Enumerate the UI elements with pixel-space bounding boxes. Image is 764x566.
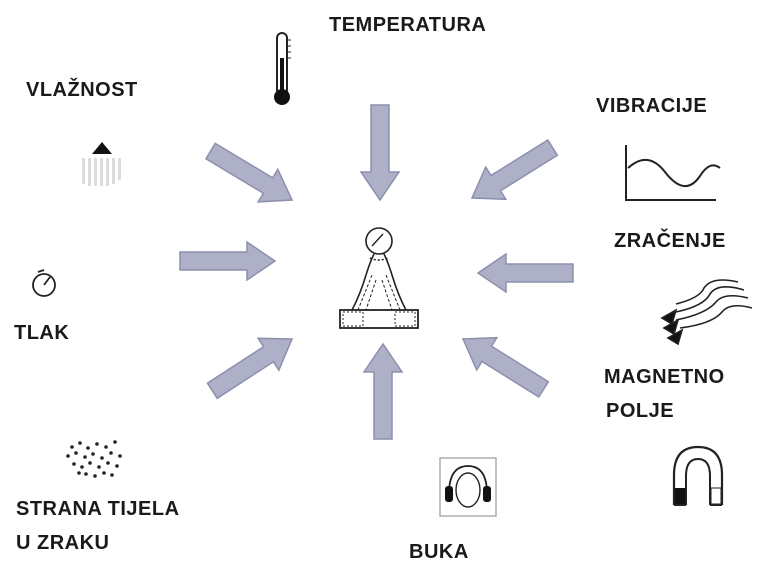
shower-icon: [82, 142, 121, 186]
label-strana-tijela: STRANA TIJELA: [16, 498, 180, 520]
label-temperatura: TEMPERATURA: [329, 14, 487, 36]
label-magnetno: MAGNETNO: [604, 366, 725, 388]
label-polje: POLJE: [606, 400, 675, 422]
label-vibracije: VIBRACIJE: [596, 95, 708, 117]
pressure-gauge-icon: [32, 269, 56, 297]
arrow-from-vlaznost: [200, 134, 303, 218]
magnet-icon: [672, 445, 724, 506]
label-buka: BUKA: [409, 541, 469, 563]
label-vlaznost: VLAŽNOST: [26, 79, 138, 101]
arrow-from-zracenje: [477, 253, 574, 293]
arrow-from-tlak: [179, 241, 276, 281]
arrow-from-magnetno-polje: [452, 322, 555, 407]
arrow-from-strana-tijela: [201, 322, 304, 408]
label-tlak: TLAK: [14, 322, 70, 344]
label-u-zraku: U ZRAKU: [16, 532, 110, 554]
label-zracenje: ZRAČENJE: [614, 230, 726, 252]
radiation-waves-icon: [660, 279, 753, 346]
wave-graph-icon: [625, 145, 721, 201]
thermometer-icon: [274, 32, 291, 105]
central-instrument-icon: [339, 227, 419, 329]
headphones-icon: [439, 457, 497, 517]
particles-icon: [66, 440, 122, 478]
arrow-from-vibracije: [461, 130, 564, 215]
arrow-from-buka: [363, 343, 403, 440]
arrow-from-temperatura: [360, 104, 400, 201]
